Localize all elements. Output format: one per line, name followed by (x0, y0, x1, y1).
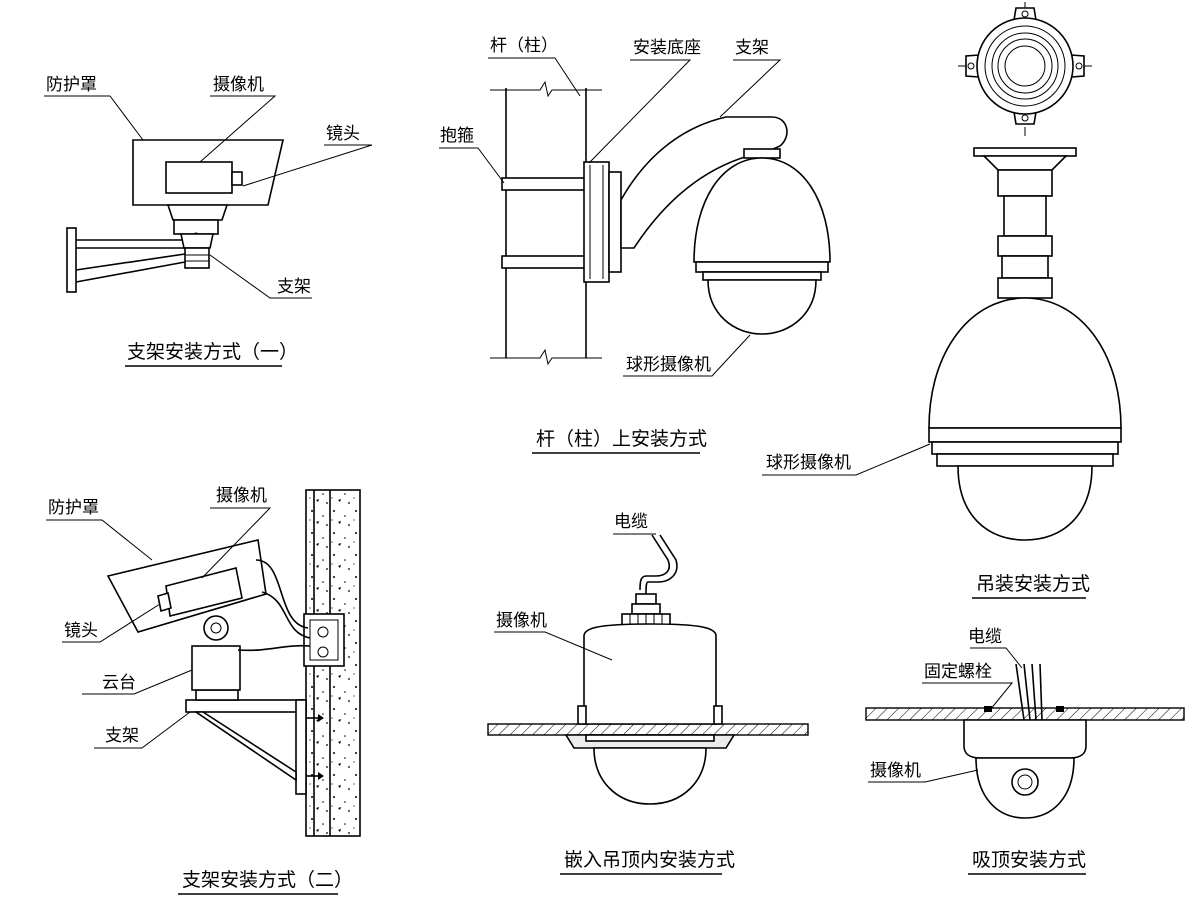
leader-bracket (209, 254, 312, 299)
leader-cable (970, 647, 1023, 669)
camera-lens (157, 591, 172, 613)
label-bolt: 固定螺栓 (924, 662, 992, 682)
cable-1 (255, 559, 309, 629)
leader-housing (46, 519, 153, 561)
leader-camera (868, 769, 979, 783)
mount-plate (166, 204, 229, 221)
label-housing: 防护罩 (48, 498, 99, 518)
leader-base (588, 59, 692, 164)
cable-gland (635, 593, 657, 605)
caption-bracket-mount-2: 支架安装方式（二） (182, 869, 353, 891)
leader-housing (44, 95, 144, 141)
camera-lens (231, 171, 243, 186)
label-housing: 防护罩 (46, 75, 97, 95)
leader-lens (242, 144, 373, 187)
fixing-bolt-left (984, 706, 992, 712)
pole-mount-panel: 杆（柱） 安装底座 支架 抱箍 球形摄像机 杆（柱）上安装方式 (439, 36, 831, 454)
pendant-top-view (958, 2, 1092, 136)
label-lens: 镜头 (326, 124, 360, 144)
ceiling-surface-panel: 电缆 固定螺栓 摄像机 吸顶安装方式 (865, 627, 1185, 875)
label-camera: 摄像机 (870, 761, 921, 781)
mount-block (173, 219, 219, 235)
label-lens: 镜头 (64, 621, 98, 641)
label-pantilt: 云台 (102, 673, 136, 693)
leader-bracket (719, 59, 782, 118)
cable (639, 534, 671, 591)
camera-housing (583, 623, 717, 725)
label-bracket: 支架 (735, 38, 769, 58)
bracket-mount-1-panel: 防护罩 摄像机 镜头 支架 支架安装方式（一） (44, 75, 373, 367)
leader-camera (201, 507, 272, 579)
label-camera: 摄像机 (216, 486, 267, 506)
junction-box (303, 613, 345, 667)
label-cable: 电缆 (614, 512, 648, 532)
leader-pole (488, 57, 581, 97)
leader-camera (494, 631, 613, 661)
camera-lens (1011, 768, 1039, 796)
pan-tilt-unit (191, 615, 241, 701)
leader-dome (623, 334, 751, 377)
dome-bubble (593, 747, 707, 805)
label-camera: 摄像机 (213, 75, 264, 95)
label-hoop: 抱箍 (440, 126, 474, 146)
mount-joint (180, 233, 214, 249)
label-base: 安装底座 (633, 38, 701, 58)
leader-camera (199, 95, 277, 163)
label-dome: 球形摄像机 (626, 355, 711, 375)
leader-bolt (922, 682, 1014, 711)
camera-body (165, 161, 233, 194)
label-pole: 杆（柱） (490, 36, 558, 56)
recessed-ceiling-panel: 电缆 摄像机 嵌入吊顶内安装方式 (487, 512, 809, 875)
label-bracket: 支架 (105, 726, 139, 746)
fixing-bolt-right (1056, 706, 1064, 712)
ceiling-slab (865, 707, 1185, 721)
camera-base (963, 719, 1087, 759)
wall-plate (66, 227, 77, 293)
bracket-arm (75, 239, 186, 283)
leader-pantilt (82, 669, 193, 695)
caption-bracket-mount-1: 支架安装方式（一） (127, 341, 298, 363)
bracket-head (184, 247, 210, 269)
bracket-mount-2-panel: 防护罩 摄像机 镜头 云台 支架 支架安装方式（二） (46, 486, 361, 895)
mounting-flange (608, 171, 622, 273)
dome-camera (693, 148, 831, 335)
leader-hoop (439, 147, 505, 184)
pendant-mount-panel: 球形摄像机 吊装安装方式 (762, 2, 1122, 599)
leader-lens (62, 603, 161, 643)
caption-ceiling-mount: 吸顶安装方式 (972, 849, 1086, 871)
label-dome: 球形摄像机 (766, 453, 851, 473)
caption-pendant-mount: 吊装安装方式 (976, 573, 1090, 595)
cable-3 (237, 644, 311, 652)
mounting-base (583, 161, 610, 283)
ceiling-board (487, 723, 809, 736)
wall-bracket (185, 699, 324, 795)
label-camera: 摄像机 (496, 611, 547, 631)
dome-bubble (957, 465, 1093, 541)
caption-pole-mount: 杆（柱）上安装方式 (536, 428, 707, 450)
label-bracket: 支架 (277, 277, 311, 297)
cable-2 (261, 591, 311, 639)
leader-bracket (94, 711, 191, 749)
leader-dome (762, 443, 931, 476)
pendant-side-view (928, 147, 1122, 541)
label-cable: 电缆 (968, 627, 1002, 647)
dome-housing (928, 297, 1122, 429)
caption-recessed-mount: 嵌入吊顶内安装方式 (564, 849, 735, 871)
